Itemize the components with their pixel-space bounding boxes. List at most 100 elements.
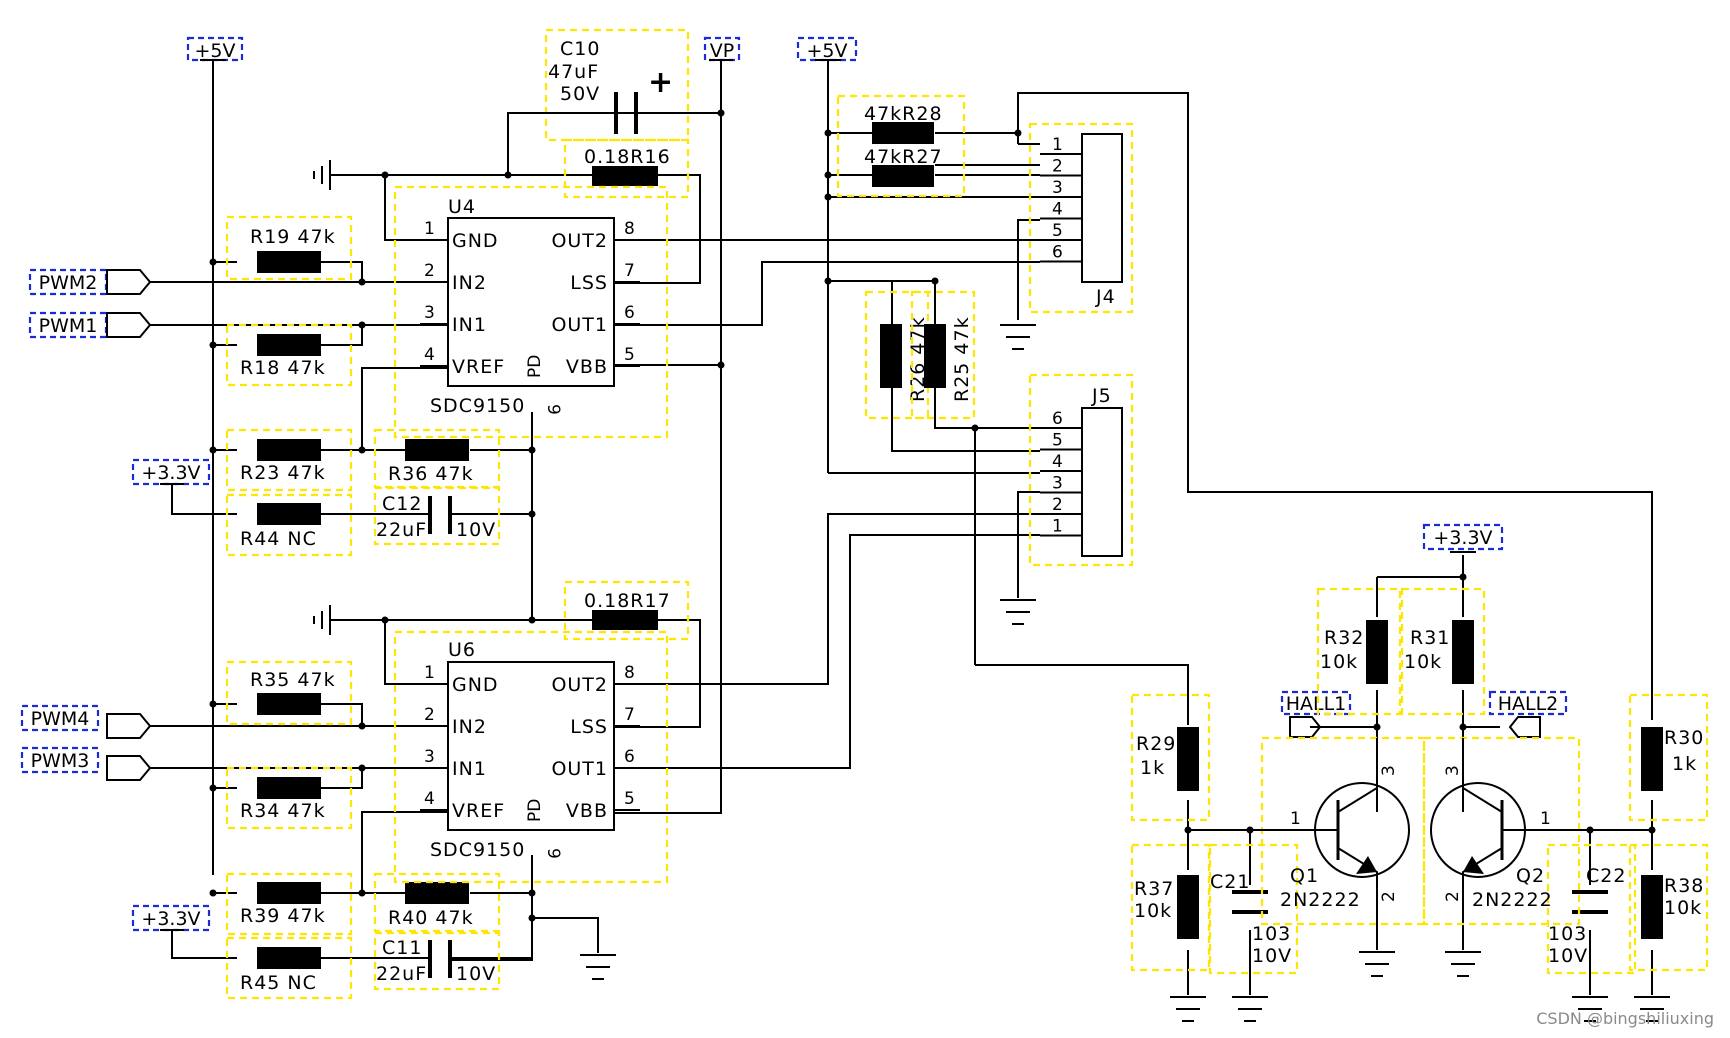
connector-pin-number: 5: [1052, 221, 1063, 241]
pin-number: 6: [624, 747, 635, 767]
connector-pin-number: 4: [1052, 452, 1063, 472]
svg-text:1: 1: [1290, 809, 1301, 829]
svg-text:22uF: 22uF: [376, 519, 427, 541]
svg-text:R34 47k: R34 47k: [240, 800, 326, 822]
ground-symbols: [313, 160, 1670, 1022]
svg-text:10V: 10V: [1548, 945, 1588, 967]
svg-text:2N2222: 2N2222: [1280, 889, 1361, 911]
svg-text:R39 47k: R39 47k: [240, 905, 326, 927]
power-flag-5v-right: +5V: [796, 36, 858, 62]
svg-text:HALL1: HALL1: [1286, 693, 1347, 715]
svg-text:C12: C12: [382, 493, 422, 515]
svg-text:1k: 1k: [1672, 753, 1697, 775]
svg-text:R29: R29: [1136, 733, 1176, 755]
svg-text:R25 47k: R25 47k: [951, 316, 973, 402]
pin-label: GND: [452, 230, 499, 252]
pin-number: 8: [624, 219, 635, 239]
connector-pin-number: 5: [1052, 431, 1063, 451]
svg-text:PD: PD: [525, 355, 545, 378]
resistor-r23: R23 47k: [225, 428, 353, 492]
power-flag-3v3-hall: +3.3V: [1422, 523, 1504, 553]
pin-number: 4: [424, 345, 435, 365]
resistor-r27: 47kR27: [864, 146, 943, 187]
svg-text:10V: 10V: [456, 963, 496, 985]
svg-text:HALL2: HALL2: [1498, 693, 1559, 715]
svg-text:+3.3V: +3.3V: [141, 908, 200, 930]
resistor-r40: R40 47k: [373, 872, 501, 933]
capacitor-c22: C22 103 10V: [1546, 843, 1637, 975]
svg-text:C10: C10: [560, 38, 600, 60]
resistor-r31: R31 10k: [1400, 587, 1486, 716]
transistor-q2: 1 3 2 Q2 2N2222: [1422, 736, 1590, 926]
svg-text:10k: 10k: [1404, 651, 1442, 673]
svg-text:+3.3V: +3.3V: [1433, 527, 1492, 549]
pin-number: 7: [624, 261, 635, 281]
pin-number: 5: [624, 345, 635, 365]
connector-pin-number: 1: [1052, 135, 1063, 155]
resistor-r38: R38 10k: [1628, 843, 1709, 972]
svg-text:PWM2: PWM2: [39, 272, 98, 294]
capacitor-c12: C12 22uF 10V: [373, 486, 501, 546]
resistor-r35: R35 47k: [225, 660, 353, 726]
svg-text:103: 103: [1252, 923, 1291, 945]
pin-label: VBB: [566, 800, 608, 822]
pin-number: 1: [424, 219, 435, 239]
svg-text:R37: R37: [1134, 878, 1174, 900]
pin-number: 7: [624, 705, 635, 725]
pin-number: 1: [424, 663, 435, 683]
svg-text:22uF: 22uF: [376, 963, 427, 985]
transistor-q1: 1 3 2 Q1 2N2222: [1250, 736, 1426, 926]
pin-number: 4: [424, 789, 435, 809]
svg-text:+5V: +5V: [806, 40, 847, 62]
svg-text:Q2: Q2: [1516, 865, 1545, 887]
svg-text:Q1: Q1: [1290, 865, 1319, 887]
resistor-r30: R30 1k: [1628, 693, 1709, 822]
pin-label: OUT1: [551, 758, 608, 780]
pin-label: OUT1: [551, 314, 608, 336]
pin-label: OUT2: [551, 674, 608, 696]
pin-number: 2: [424, 705, 435, 725]
resistor-r39: R39 47k: [225, 872, 353, 936]
svg-text:2N2222: 2N2222: [1472, 889, 1553, 911]
svg-text:+: +: [648, 65, 673, 100]
net-port-hall2: HALL2: [1488, 690, 1568, 738]
svg-text:2: 2: [1379, 891, 1399, 902]
capacitor-c10: C10 47uF 50V +: [508, 28, 721, 142]
power-flag-5v-left: +5V: [186, 36, 244, 62]
svg-text:R18 47k: R18 47k: [240, 357, 326, 379]
connector-pin-number: 2: [1052, 157, 1063, 177]
connector-pin-number: 6: [1052, 243, 1063, 263]
resistor-r19: R19 47k: [225, 215, 353, 281]
svg-text:R32: R32: [1324, 627, 1364, 649]
net-port-hall1: HALL1: [1280, 690, 1352, 738]
svg-text:1k: 1k: [1140, 757, 1165, 779]
pin-number: 2: [424, 261, 435, 281]
svg-text:47uF: 47uF: [548, 61, 599, 83]
pin-label: VBB: [566, 356, 608, 378]
svg-text:R44 NC: R44 NC: [240, 528, 317, 550]
svg-text:R38: R38: [1664, 875, 1704, 897]
svg-text:PWM3: PWM3: [31, 750, 90, 772]
resistor-r32: R32 10k: [1316, 587, 1402, 716]
svg-text:10k: 10k: [1664, 897, 1702, 919]
junction-dots: [209, 109, 1656, 922]
svg-text:R36 47k: R36 47k: [388, 463, 474, 485]
svg-text:47kR27: 47kR27: [864, 146, 943, 168]
svg-text:3: 3: [1379, 765, 1399, 776]
svg-text:PWM1: PWM1: [39, 315, 98, 337]
pin-label: LSS: [570, 272, 608, 294]
pin-number: 5: [624, 789, 635, 809]
svg-text:PWM4: PWM4: [31, 708, 90, 730]
pin-label: IN2: [452, 272, 487, 294]
resistor-r16: 0.18R16: [563, 138, 690, 199]
svg-text:C22: C22: [1586, 865, 1626, 887]
svg-text:0.18R16: 0.18R16: [584, 146, 671, 168]
connector-pin-number: 3: [1052, 474, 1063, 494]
svg-text:1: 1: [1540, 809, 1551, 829]
connector-pin-number: 1: [1052, 517, 1063, 537]
connector-pin-number: 2: [1052, 495, 1063, 515]
svg-text:J4: J4: [1095, 286, 1116, 308]
pin-number: 6: [624, 303, 635, 323]
svg-text:R19 47k: R19 47k: [250, 226, 336, 248]
